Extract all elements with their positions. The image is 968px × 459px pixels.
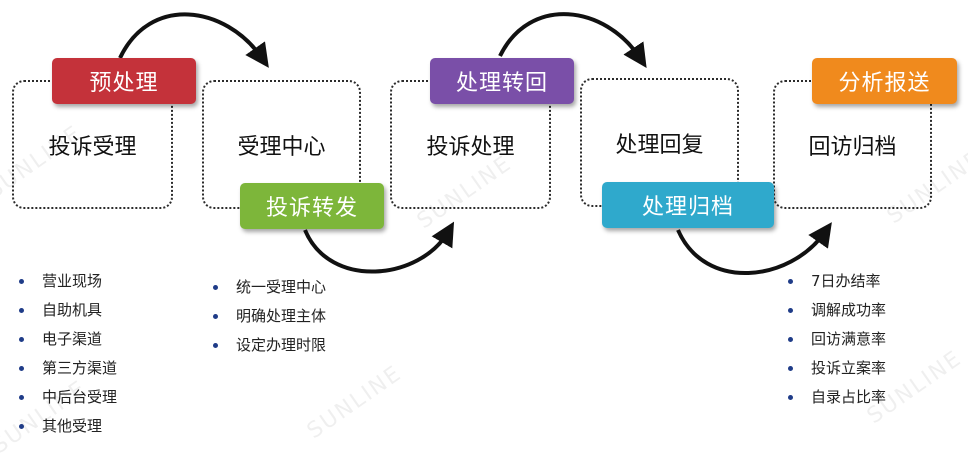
list-item: 回访满意率 xyxy=(785,325,886,354)
list-item: 第三方渠道 xyxy=(16,354,117,383)
stage-label: 投诉处理 xyxy=(426,134,515,160)
list-item: 中后台受理 xyxy=(16,383,117,412)
stage-label: 受理中心 xyxy=(237,134,326,160)
list-item: 自助机具 xyxy=(16,296,117,325)
tag-label: 处理转回 xyxy=(455,71,548,96)
bullet-list-right: 7日办结率 调解成功率 回访满意率 投诉立案率 自录占比率 xyxy=(785,267,886,412)
tag-label: 投诉转发 xyxy=(265,196,358,221)
list-item: 其他受理 xyxy=(16,412,117,441)
list-item: 投诉立案率 xyxy=(785,354,886,383)
stage-label: 处理回复 xyxy=(615,132,704,158)
list-item: 设定办理时限 xyxy=(210,331,326,360)
tag-report: 分析报送 xyxy=(812,58,957,104)
list-item: 电子渠道 xyxy=(16,325,117,354)
stage-label: 回访归档 xyxy=(808,134,897,160)
tag-label: 处理归档 xyxy=(641,195,734,220)
list-item: 营业现场 xyxy=(16,267,117,296)
list-item: 统一受理中心 xyxy=(210,273,326,302)
list-item: 7日办结率 xyxy=(785,267,886,296)
tag-label: 预处理 xyxy=(89,71,159,96)
tag-forward: 投诉转发 xyxy=(240,183,384,229)
flow-arrows xyxy=(118,12,832,276)
arrow-bottom-2 xyxy=(676,222,832,276)
bullet-list-left: 营业现场 自助机具 电子渠道 第三方渠道 中后台受理 其他受理 xyxy=(16,267,117,441)
list-item: 明确处理主体 xyxy=(210,302,326,331)
bullet-list-middle: 统一受理中心 明确处理主体 设定办理时限 xyxy=(210,273,326,360)
list-item: 调解成功率 xyxy=(785,296,886,325)
tag-label: 分析报送 xyxy=(838,71,931,96)
arrow-top-1 xyxy=(118,12,269,68)
list-item: 自录占比率 xyxy=(785,383,886,412)
process-diagram: 投诉受理 受理中心 投诉处理 处理回复 回访归档 预处理 投诉转发 处理转回 处… xyxy=(0,12,968,459)
stage-label: 投诉受理 xyxy=(48,134,137,160)
arrow-top-2 xyxy=(498,12,647,69)
tag-return: 处理转回 xyxy=(430,58,574,104)
tag-preprocess: 预处理 xyxy=(52,58,196,104)
tag-archive: 处理归档 xyxy=(602,182,774,228)
arrow-bottom-1 xyxy=(303,221,455,274)
